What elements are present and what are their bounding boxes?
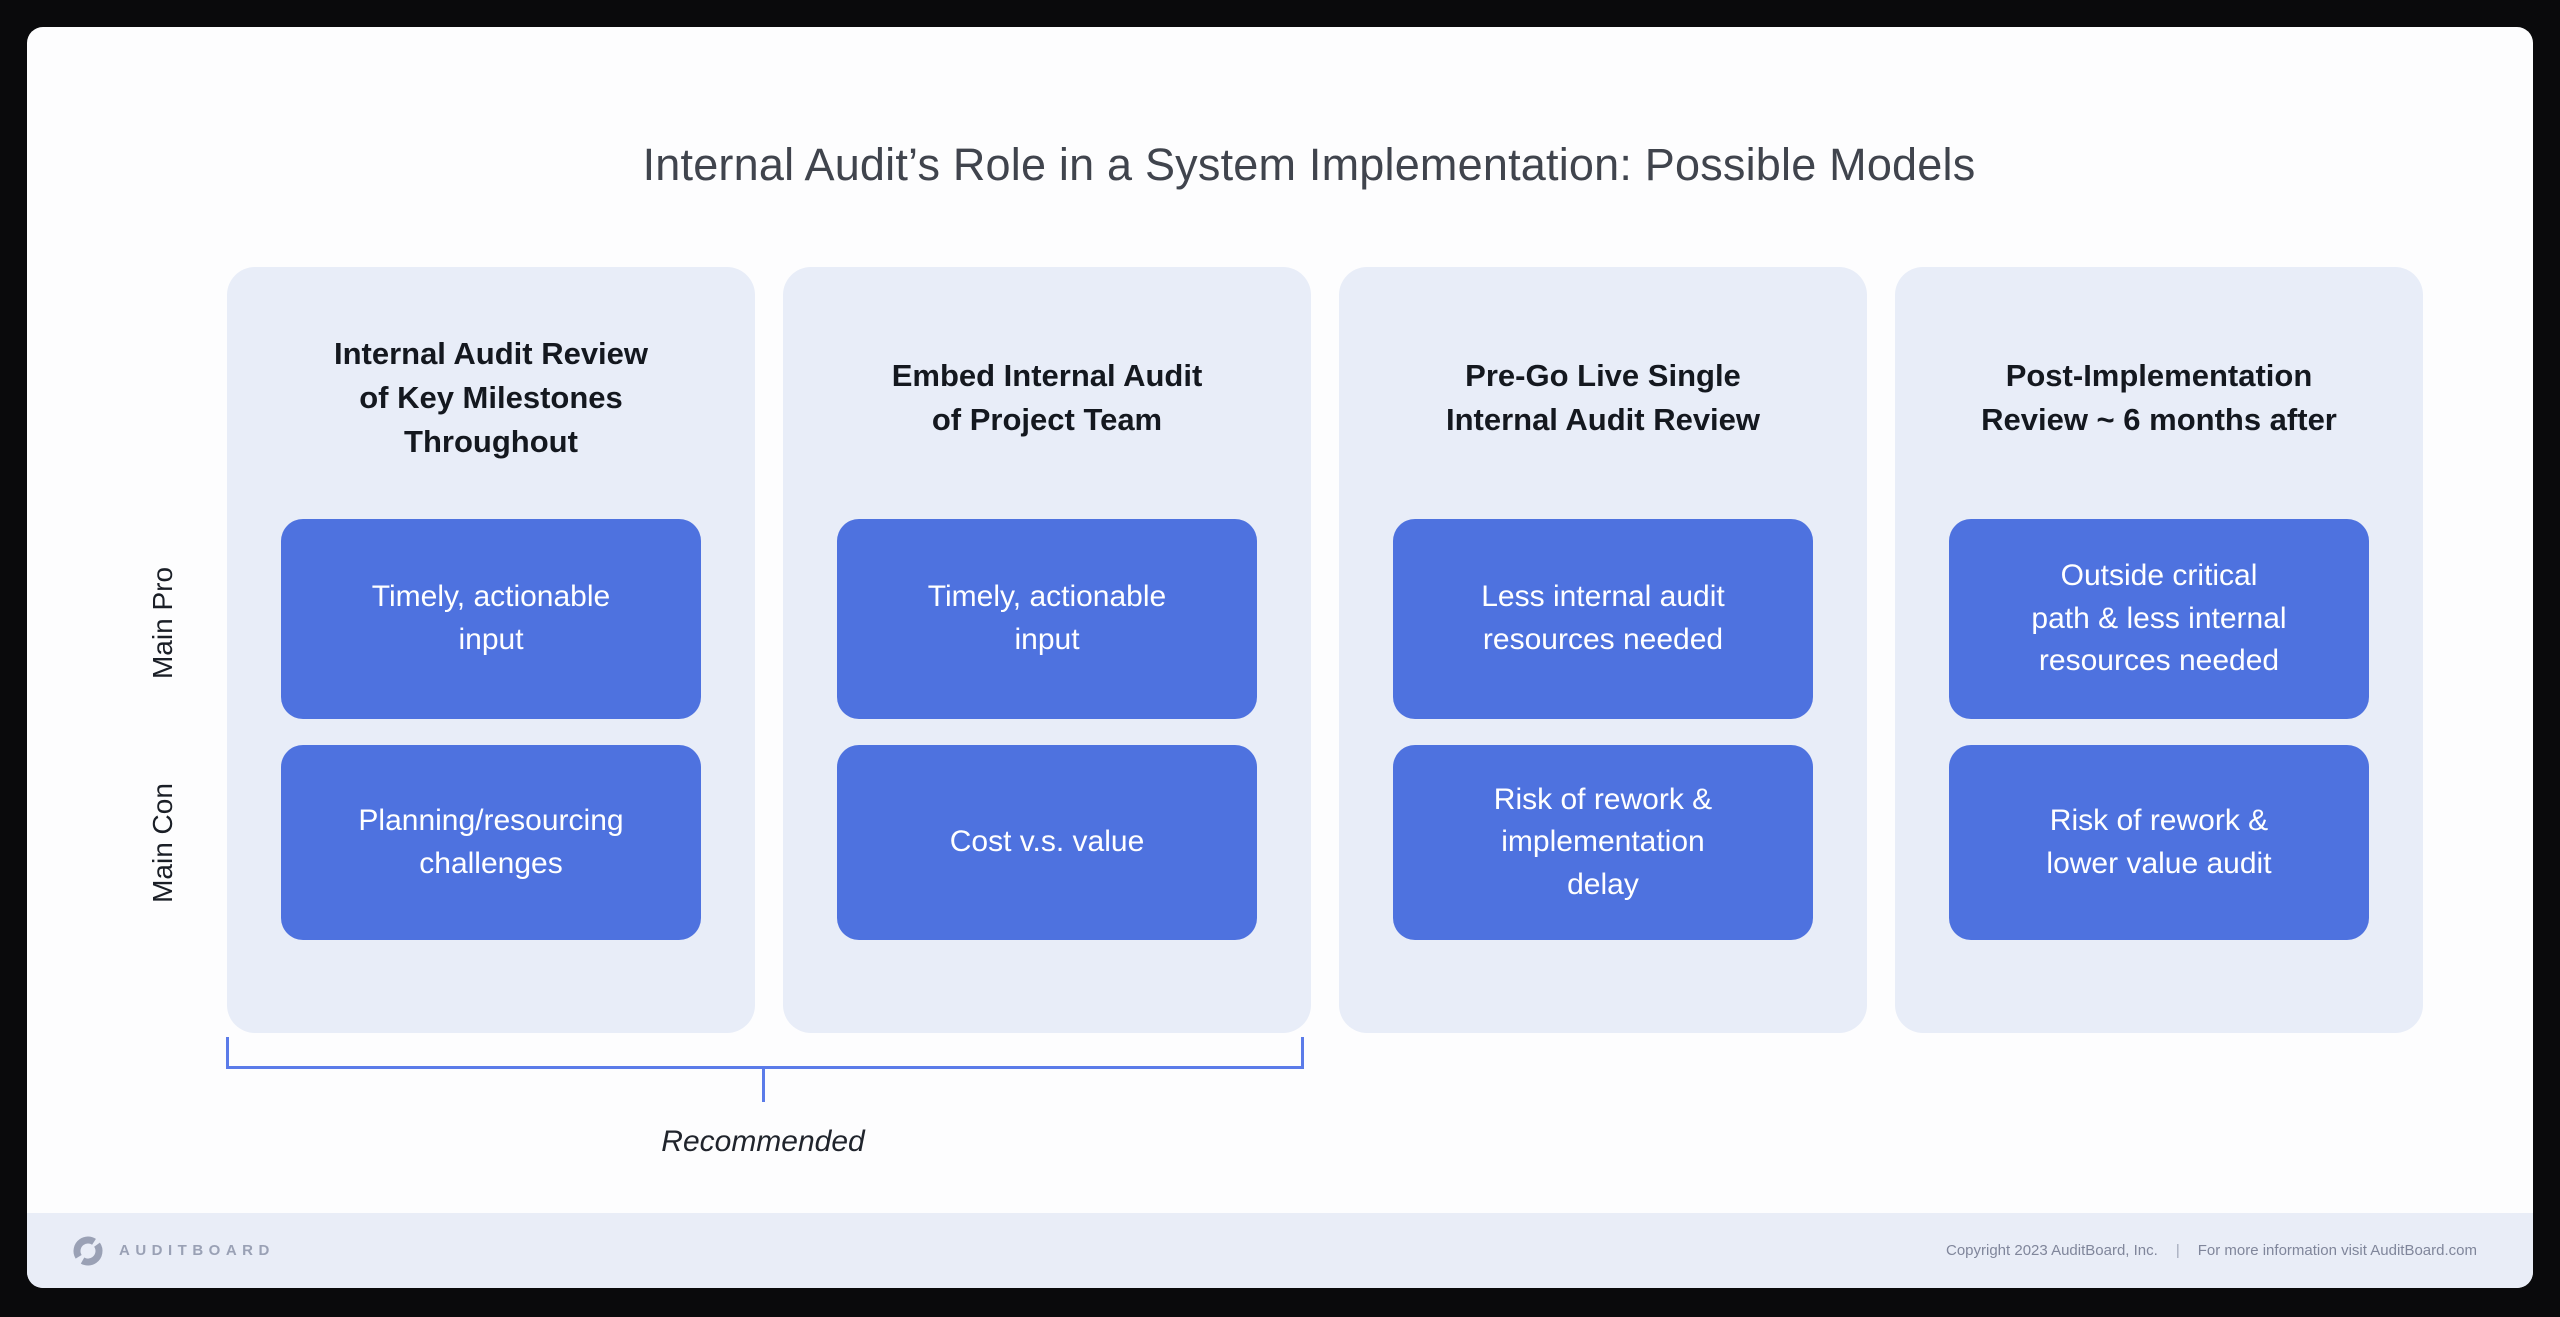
model-card-title: Post-Implementation Review ~ 6 months af… [1981,357,2337,437]
main-pro-box: Outside critical path & less internal re… [1949,519,2369,719]
row-label-main-con: Main Con [147,783,178,903]
model-card-2: Embed Internal Audit of Project Team Tim… [783,267,1311,1033]
footer-divider: | [2175,1242,2180,1259]
main-con-box: Risk of rework & implementation delay [1393,745,1813,940]
main-pro-box: Timely, actionable input [837,519,1257,719]
main-con-box: Planning/resourcing challenges [281,745,701,940]
footer-bar: AUDITBOARD Copyright 2023 AuditBoard, In… [27,1213,2533,1288]
auditboard-logo-icon [73,1236,103,1265]
recommended-bracket-stem [762,1069,765,1102]
model-card-3: Pre-Go Live Single Internal Audit Review… [1339,267,1867,1033]
main-con-box: Cost v.s. value [837,745,1257,940]
model-card-title: Embed Internal Audit of Project Team [891,357,1203,437]
slide: Internal Audit’s Role in a System Implem… [27,27,2533,1288]
slide-title: Internal Audit’s Role in a System Implem… [642,139,1976,190]
model-columns: Internal Audit Review of Key Milestones … [227,267,2423,1033]
main-pro-box: Less internal audit resources needed [1393,519,1813,719]
model-card-1: Internal Audit Review of Key Milestones … [227,267,755,1033]
model-card-title: Internal Audit Review of Key Milestones … [333,335,649,459]
model-card-title: Pre-Go Live Single Internal Audit Review [1445,357,1761,437]
recommended-label: Recommended [661,1125,865,1158]
recommended-bracket [226,1037,1304,1069]
row-label-main-pro: Main Pro [147,566,178,680]
brand-name: AUDITBOARD [119,1242,275,1259]
copyright-text: Copyright 2023 AuditBoard, Inc. [1946,1242,2158,1259]
brand: AUDITBOARD [71,1234,275,1268]
main-pro-box: Timely, actionable input [281,519,701,719]
model-card-4: Post-Implementation Review ~ 6 months af… [1895,267,2423,1033]
footer-legal: Copyright 2023 AuditBoard, Inc. | For mo… [1946,1242,2477,1259]
main-con-box: Risk of rework & lower value audit [1949,745,2369,940]
footer-info-text: For more information visit AuditBoard.co… [2197,1242,2477,1259]
